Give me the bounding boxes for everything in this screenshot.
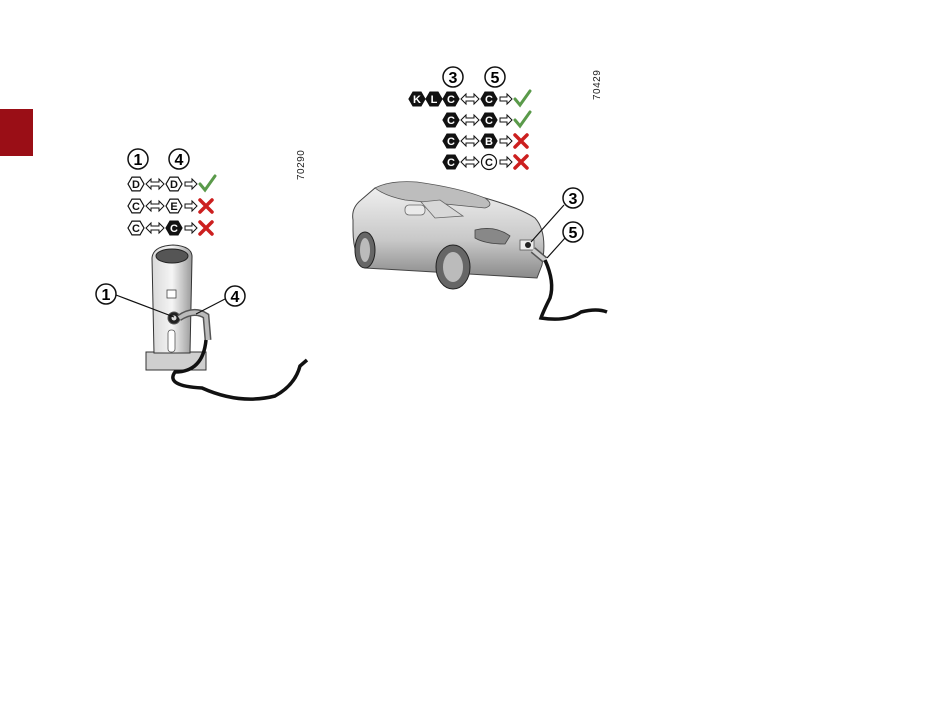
connector-type-d-badge: D: [166, 177, 182, 191]
svg-text:K: K: [413, 94, 421, 106]
svg-text:L: L: [431, 94, 438, 106]
connector-type-c-badge: C: [443, 134, 459, 148]
connector-type-c-badge: C: [482, 155, 497, 170]
double-arrow-icon: [146, 179, 164, 189]
check-icon: [515, 91, 530, 105]
cross-icon: [200, 200, 212, 212]
connector-type-b-badge: B: [481, 134, 497, 148]
svg-text:D: D: [132, 179, 140, 191]
connector-type-e-badge: E: [166, 199, 182, 213]
svg-text:C: C: [447, 136, 455, 148]
figure-code-left: 70290: [296, 150, 307, 180]
svg-text:C: C: [447, 115, 455, 127]
figure-code-right: 70429: [592, 70, 603, 100]
check-icon: [515, 112, 530, 126]
svg-text:C: C: [132, 201, 140, 213]
chapter-tab: [0, 109, 33, 156]
connector-type-c-badge: C: [443, 92, 459, 106]
arrow-right-icon: [185, 223, 197, 233]
svg-text:C: C: [132, 223, 140, 235]
header-number-3: 3: [443, 67, 463, 87]
arrow-right-icon: [500, 115, 512, 125]
arrow-right-icon: [185, 201, 197, 211]
header-number-4: 4: [169, 149, 189, 169]
connector-type-c-badge: C: [481, 113, 497, 127]
svg-text:5: 5: [569, 225, 578, 242]
connector-type-c-badge: C: [443, 155, 459, 169]
charging-post: [146, 245, 206, 370]
arrow-right-icon: [500, 136, 512, 146]
svg-text:1: 1: [102, 287, 111, 304]
svg-text:5: 5: [491, 70, 500, 87]
connector-type-c-badge: C: [166, 221, 182, 235]
connector-type-l-badge: L: [426, 92, 442, 106]
svg-text:B: B: [485, 136, 493, 148]
svg-text:4: 4: [231, 289, 240, 306]
svg-text:1: 1: [134, 152, 143, 169]
car-charging-cable: [533, 250, 607, 319]
connector-type-c-badge: C: [443, 113, 459, 127]
callout-5: 5: [547, 222, 583, 258]
connector-type-k-badge: K: [409, 92, 425, 106]
svg-text:3: 3: [449, 70, 458, 87]
svg-text:E: E: [170, 201, 177, 213]
cross-icon: [200, 222, 212, 234]
cross-icon: [515, 156, 527, 168]
svg-text:C: C: [485, 94, 493, 106]
svg-text:3: 3: [569, 191, 578, 208]
connector-type-d-badge: D: [128, 177, 144, 191]
connector-type-c-badge: C: [481, 92, 497, 106]
arrow-right-icon: [185, 179, 197, 189]
arrow-right-icon: [500, 94, 512, 104]
check-icon: [200, 176, 215, 190]
cross-icon: [515, 135, 527, 147]
double-arrow-icon: [461, 115, 479, 125]
svg-text:C: C: [485, 157, 493, 169]
connector-type-c-badge: C: [128, 199, 144, 213]
double-arrow-icon: [146, 223, 164, 233]
svg-text:C: C: [447, 94, 455, 106]
svg-text:C: C: [485, 115, 493, 127]
header-number-1: 1: [128, 149, 148, 169]
double-arrow-icon: [461, 136, 479, 146]
double-arrow-icon: [461, 157, 479, 167]
double-arrow-icon: [146, 201, 164, 211]
callout-4: 4: [196, 286, 245, 314]
svg-text:4: 4: [175, 152, 184, 169]
connector-type-c-badge: C: [128, 221, 144, 235]
header-number-5: 5: [485, 67, 505, 87]
arrow-right-icon: [500, 157, 512, 167]
svg-text:D: D: [170, 179, 178, 191]
svg-text:C: C: [447, 157, 455, 169]
car: [353, 182, 544, 289]
svg-text:C: C: [170, 223, 178, 235]
double-arrow-icon: [461, 94, 479, 104]
